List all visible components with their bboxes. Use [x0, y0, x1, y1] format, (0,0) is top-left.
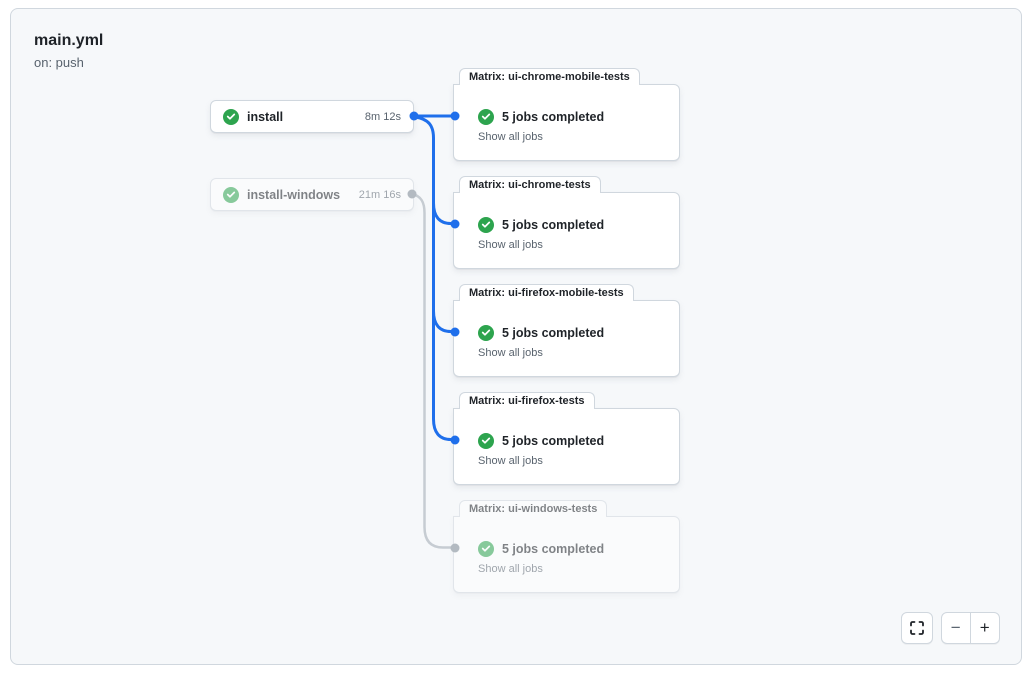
matrix-summary: 5 jobs completed: [502, 542, 604, 556]
matrix-summary: 5 jobs completed: [502, 218, 604, 232]
job-name: install-windows: [247, 188, 351, 202]
fullscreen-button[interactable]: [901, 612, 933, 644]
show-all-jobs-link[interactable]: Show all jobs: [478, 131, 543, 143]
zoom-controls: − +: [941, 612, 1000, 644]
matrix-tab-label: Matrix: ui-chrome-tests: [459, 176, 601, 193]
job-node-install-windows[interactable]: install-windows 21m 16s: [210, 178, 414, 211]
matrix-card[interactable]: 5 jobs completed Show all jobs: [453, 516, 680, 593]
matrix-tab-label: Matrix: ui-windows-tests: [459, 500, 607, 517]
job-duration: 8m 12s: [365, 111, 401, 123]
job-duration: 21m 16s: [359, 189, 401, 201]
matrix-tab-label: Matrix: ui-chrome-mobile-tests: [459, 68, 640, 85]
matrix-tab-label: Matrix: ui-firefox-tests: [459, 392, 595, 409]
show-all-jobs-link[interactable]: Show all jobs: [478, 239, 543, 251]
job-name: install: [247, 110, 357, 124]
fullscreen-icon: [909, 620, 925, 636]
matrix-card[interactable]: 5 jobs completed Show all jobs: [453, 408, 680, 485]
matrix-summary: 5 jobs completed: [502, 434, 604, 448]
workflow-header: main.yml on: push: [34, 31, 103, 72]
matrix-summary: 5 jobs completed: [502, 110, 604, 124]
show-all-jobs-link[interactable]: Show all jobs: [478, 347, 543, 359]
check-circle-icon: [478, 217, 494, 233]
matrix-summary: 5 jobs completed: [502, 326, 604, 340]
job-node-install[interactable]: install 8m 12s: [210, 100, 414, 133]
workflow-trigger: on: push: [34, 54, 103, 72]
check-circle-icon: [223, 187, 239, 203]
check-circle-icon: [223, 109, 239, 125]
matrix-card[interactable]: 5 jobs completed Show all jobs: [453, 192, 680, 269]
zoom-out-button[interactable]: −: [942, 613, 971, 643]
check-circle-icon: [478, 433, 494, 449]
matrix-card[interactable]: 5 jobs completed Show all jobs: [453, 84, 680, 161]
matrix-card[interactable]: 5 jobs completed Show all jobs: [453, 300, 680, 377]
zoom-in-button[interactable]: +: [971, 613, 1000, 643]
matrix-tab-label: Matrix: ui-firefox-mobile-tests: [459, 284, 634, 301]
workflow-title: main.yml: [34, 31, 103, 51]
check-circle-icon: [478, 325, 494, 341]
check-circle-icon: [478, 541, 494, 557]
show-all-jobs-link[interactable]: Show all jobs: [478, 455, 543, 467]
check-circle-icon: [478, 109, 494, 125]
show-all-jobs-link[interactable]: Show all jobs: [478, 563, 543, 575]
